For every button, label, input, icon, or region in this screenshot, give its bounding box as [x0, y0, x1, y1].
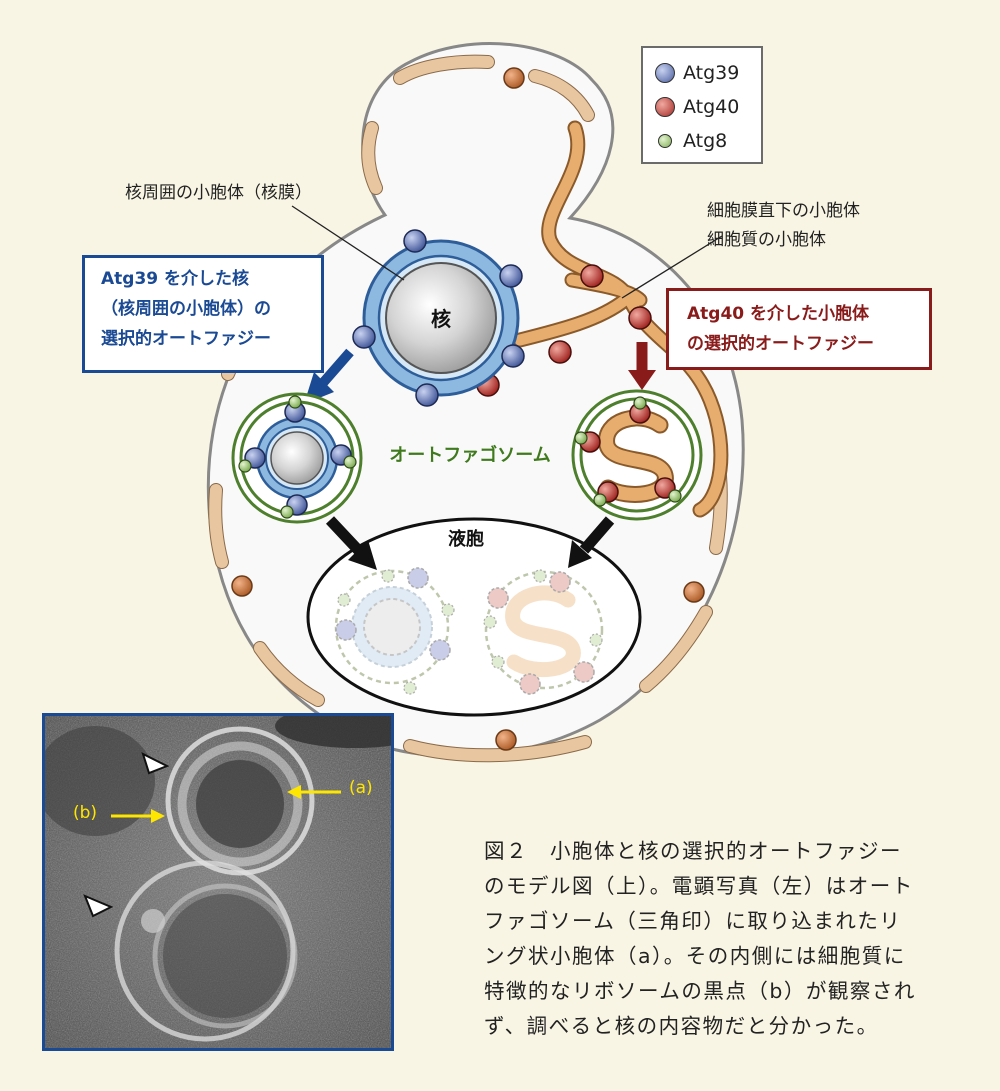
legend-item-atg40: Atg40 — [655, 92, 739, 122]
atg40-dot-icon — [655, 97, 675, 117]
atg39-dot-icon — [655, 63, 675, 83]
figure-caption: 図２ 小胞体と核の選択的オートファジー のモデル図（上）。電顕写真（左）はオート… — [484, 834, 972, 1044]
legend-item-atg39: Atg39 — [655, 58, 739, 88]
arrow-er-to-autophagosome — [628, 342, 656, 390]
legend-label: Atg40 — [683, 96, 740, 118]
caption-line: 図２ 小胞体と核の選択的オートファジー — [484, 839, 902, 863]
legend-label: Atg8 — [683, 130, 728, 152]
caption-line: のモデル図（上）。電顕写真（左）はオート — [484, 874, 914, 898]
caption-line: ファゴソーム（三角印）に取り込まれたリ — [484, 909, 902, 933]
label-cortical-er-1: 細胞膜直下の小胞体 — [707, 201, 860, 221]
leader-lines — [291, 205, 723, 299]
nucleus-atg39-dots — [352, 229, 525, 407]
atg39-box-line: Atg39 を介した核 — [101, 269, 250, 289]
label-vacuole: 液胞 — [448, 528, 484, 550]
em-label-a: (a) — [349, 778, 373, 798]
caption-line: ング状小胞体（a）。その内側には細胞質に — [484, 944, 906, 968]
label-cortical-er-2: 細胞質の小胞体 — [707, 230, 826, 250]
triangle-marker-icon — [141, 752, 170, 775]
label-perinuclear-er: 核周囲の小胞体（核膜） — [125, 183, 312, 203]
triangle-marker-icon — [83, 894, 114, 918]
autophagosome-er — [571, 389, 703, 521]
legend-item-atg8: Atg8 — [655, 126, 727, 156]
cortical-er — [208, 54, 728, 763]
atg39-box-line: （核周囲の小胞体）の — [101, 299, 271, 319]
er-network — [512, 120, 729, 518]
atg39-pathway-box: Atg39 を介した核 （核周囲の小胞体）の 選択的オートファジー — [82, 255, 324, 373]
em-label-b: (b) — [73, 803, 98, 823]
autophagosome-nucleus — [231, 392, 363, 524]
legend: Atg39 Atg40 Atg8 — [641, 46, 763, 164]
cortical-er-ribosomes — [231, 67, 705, 751]
degrading-nucleus — [334, 567, 455, 695]
atg40-box-line: Atg40 を介した小胞体 — [687, 304, 870, 324]
label-autophagosome: オートファゴソーム — [389, 444, 550, 466]
degrading-er — [483, 569, 604, 695]
legend-label: Atg39 — [683, 62, 740, 84]
label-nucleus: 核 — [431, 307, 451, 331]
caption-line: 特徴的なリボソームの黒点（b）が観察され — [484, 979, 916, 1003]
caption-line: ず、調べると核の内容物だと分かった。 — [484, 1014, 879, 1038]
em-photo-image — [45, 716, 391, 1048]
atg39-box-line: 選択的オートファジー — [101, 329, 271, 349]
atg8-dot-icon — [658, 134, 672, 148]
em-photo: (a) (b) — [42, 713, 394, 1051]
arrows-into-vacuole — [325, 516, 615, 570]
atg40-box-line: の選択的オートファジー — [687, 334, 874, 354]
atg40-pathway-box: Atg40 を介した小胞体 の選択的オートファジー — [666, 288, 932, 370]
